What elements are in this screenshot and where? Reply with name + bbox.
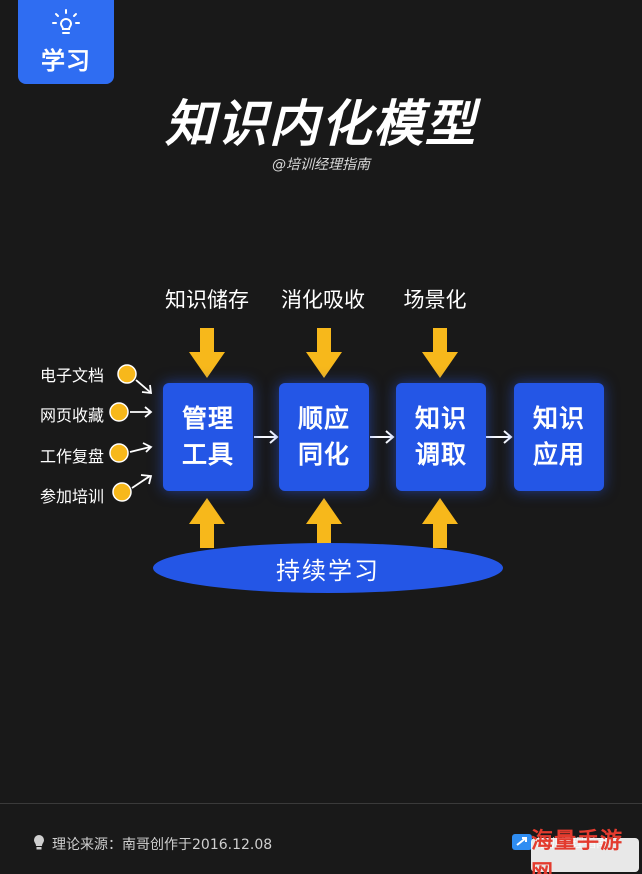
site-watermark: 海量手游网: [531, 829, 639, 874]
continuous-learning-ellipse: 持续学习: [153, 543, 503, 593]
source-label-training: 参加培训: [39, 487, 104, 506]
footer-bulb-icon: [34, 835, 44, 850]
footer-source-text: 理论来源：南哥创作于2016.12.08: [52, 837, 273, 853]
source-label-review: 工作复盘: [39, 447, 104, 466]
box-management-tools: 管理 工具: [163, 383, 253, 491]
box-line: 同化: [297, 440, 350, 469]
box-line: 工具: [181, 440, 234, 469]
badge-label: 学习: [41, 46, 91, 75]
down-arrow-scenario: [422, 328, 458, 378]
connector-arrow-2: [370, 430, 395, 444]
source-label-bookmarks: 网页收藏: [39, 406, 104, 425]
connector-arrow-1: [254, 430, 279, 444]
box-line: 管理: [181, 404, 234, 433]
up-arrow-3: [422, 498, 458, 548]
byline: @培训经理指南: [272, 157, 370, 173]
down-arrow-digest: [306, 328, 342, 378]
stage-label-scenario: 场景化: [403, 288, 467, 312]
stage-label-storage: 知识储存: [165, 288, 249, 312]
box-line: 应用: [532, 440, 585, 469]
up-arrow-1: [189, 498, 225, 548]
stage-label-digest: 消化吸收: [281, 288, 365, 312]
box-line: 调取: [414, 440, 467, 469]
learning-badge: 学习: [18, 0, 114, 84]
lightbulb-icon: [52, 8, 80, 34]
source-label-documents: 电子文档: [39, 366, 104, 385]
box-knowledge-application: 知识 应用: [514, 383, 604, 491]
box-knowledge-retrieval: 知识 调取: [396, 383, 486, 491]
connector-arrow-3: [486, 430, 513, 444]
down-arrow-storage: [189, 328, 225, 378]
box-line: 顺应: [297, 404, 350, 433]
up-arrow-2: [306, 498, 342, 548]
foundation-label: 持续学习: [276, 556, 380, 585]
brand-logo-icon: [512, 834, 532, 850]
box-assimilation: 顺应 同化: [279, 383, 369, 491]
page-title: 知识内化模型: [165, 94, 477, 153]
box-line: 知识: [414, 404, 467, 433]
box-line: 知识: [532, 404, 585, 433]
source-pointers: [109, 364, 153, 502]
footer-divider: [0, 803, 642, 804]
